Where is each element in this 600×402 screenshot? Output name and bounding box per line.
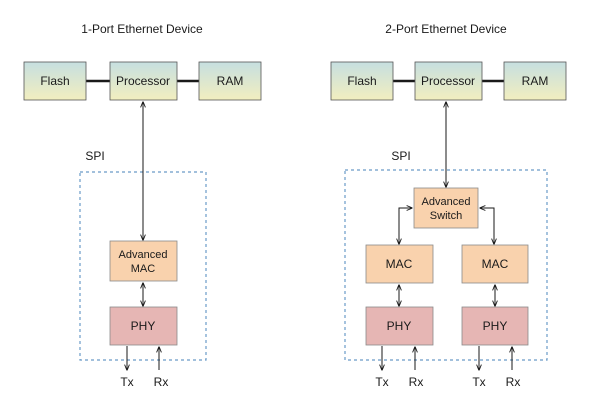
two-port-mac-b-label: MAC xyxy=(482,257,509,271)
two-port-advanced-switch-line2: Switch xyxy=(430,210,462,222)
two-port-phy-a-label: PHY xyxy=(387,319,412,333)
two-port-spi-label: SPI xyxy=(391,149,410,163)
one-port-phy-label: PHY xyxy=(131,319,156,333)
two-port-mac-a-block: MAC xyxy=(365,244,434,284)
two-port-ram-label: RAM xyxy=(522,74,549,88)
one-port-ram-label: RAM xyxy=(217,74,244,88)
one-port-flash-block: Flash xyxy=(23,61,87,101)
two-port-flash-label: Flash xyxy=(347,74,376,88)
two-port-advanced-switch-line1: Advanced xyxy=(422,196,471,208)
one-port-advanced-mac-line1: Advanced xyxy=(119,249,168,261)
one-port-ram-block: RAM xyxy=(198,61,262,101)
two-port-title: 2-Port Ethernet Device xyxy=(385,22,507,36)
two-port-mac-b-block: MAC xyxy=(461,244,529,284)
two-port-flash-block: Flash xyxy=(330,61,394,101)
two-port-tx-b-label: Tx xyxy=(472,375,485,389)
two-port-ram-block: RAM xyxy=(503,61,567,101)
one-port-spi-label: SPI xyxy=(85,149,104,163)
two-port-mac-a-label: MAC xyxy=(386,257,413,271)
two-port-phy-b-label: PHY xyxy=(483,319,508,333)
one-port-title: 1-Port Ethernet Device xyxy=(81,22,203,36)
one-port-device: 1-Port Ethernet Device Flash Processor R… xyxy=(23,22,262,389)
one-port-advanced-mac-line2: MAC xyxy=(131,263,156,275)
two-port-phy-a-block: PHY xyxy=(365,306,434,346)
one-port-flash-label: Flash xyxy=(40,74,69,88)
two-port-tx-a-label: Tx xyxy=(375,375,388,389)
two-port-processor-label: Processor xyxy=(421,74,475,88)
two-port-device: 2-Port Ethernet Device Flash Processor R… xyxy=(330,22,567,389)
two-port-switch-mac-b-arrow xyxy=(480,208,494,244)
two-port-chip-boundary xyxy=(344,169,548,361)
two-port-rx-b-label: Rx xyxy=(506,375,521,389)
one-port-rx-label: Rx xyxy=(154,375,169,389)
one-port-processor-label: Processor xyxy=(116,74,170,88)
two-port-rx-a-label: Rx xyxy=(409,375,424,389)
one-port-tx-label: Tx xyxy=(120,375,133,389)
two-port-advanced-switch-block: Advanced Switch xyxy=(413,187,479,229)
two-port-processor-block: Processor xyxy=(414,61,483,101)
two-port-switch-mac-a-arrow xyxy=(399,208,412,244)
one-port-processor-block: Processor xyxy=(109,61,178,101)
one-port-advanced-mac-block: Advanced MAC xyxy=(109,240,178,282)
two-port-phy-b-block: PHY xyxy=(461,306,529,346)
one-port-phy-block: PHY xyxy=(109,306,178,346)
